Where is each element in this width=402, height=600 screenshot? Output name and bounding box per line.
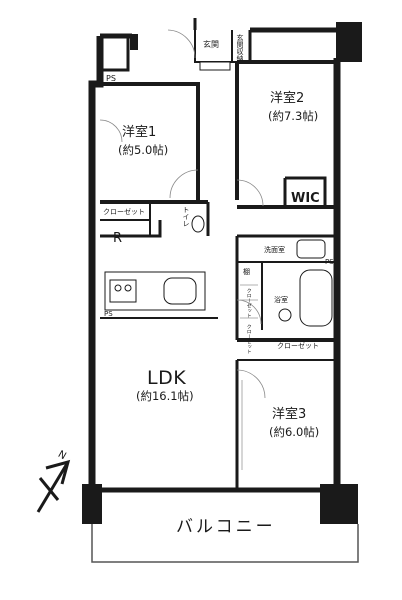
ldk-area: (約16.1帖) [136,389,194,403]
ps-top-label: PS [106,74,116,83]
western-room-1-area: (約5.0帖) [118,143,169,157]
western-room-3-name: 洋室3 [272,407,307,422]
western-room-3-area: (約6.0帖) [269,425,320,439]
door-swings [99,119,266,399]
closet-2-label: クローゼット [277,342,319,350]
shelf-label: 棚 [243,268,250,276]
closet-small-2-label: クローゼット [245,324,252,354]
ps-kitchen-label: PS [104,310,113,318]
western-room-2-name: 洋室2 [270,91,305,106]
toilet-bowl [191,215,205,233]
kitchen [104,271,206,311]
entrance-storage-label: 玄関収納 [236,34,245,62]
columns [82,22,362,524]
fridge-label: R [113,231,123,246]
balcony-label: バルコニー [176,517,276,537]
ps-box [100,36,130,72]
ldk-name: LDK [147,367,187,389]
closet-1-label: クローゼット [103,208,145,216]
ps-bath-label: PS [325,258,334,266]
bathtub [278,269,333,327]
interior-walls [100,60,337,490]
closet-small-1-label: クローゼット [245,288,252,318]
closet-lines [240,284,258,470]
western-room-1-name: 洋室1 [122,125,157,140]
balcony-outline [91,524,359,563]
toilet-label: トイレ [182,206,191,227]
bath-label: 浴室 [274,296,288,304]
washroom-label: 洗面室 [264,246,285,254]
compass-icon [36,459,71,513]
entrance-label: 玄関 [203,40,219,49]
entrance-walls [167,29,252,71]
western-room-2-area: (約7.3帖) [268,109,319,123]
sink [296,239,326,259]
outer-walls [88,18,343,493]
wic-label: WIC [291,191,320,206]
